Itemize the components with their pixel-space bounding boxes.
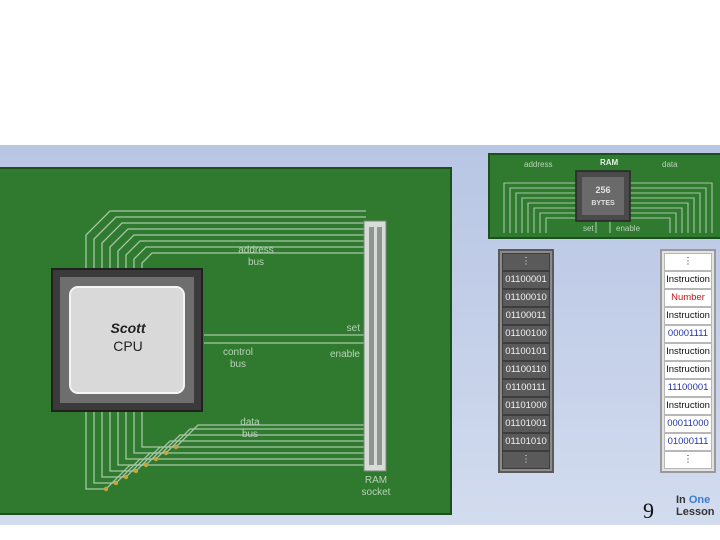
memory-value: Number xyxy=(664,289,712,307)
address-bus-label: bus xyxy=(248,257,264,268)
set-line-label: set xyxy=(347,323,361,334)
ram-socket-label: socket xyxy=(362,487,391,498)
motherboard-diagram: Scott CPU address bus control bus data b… xyxy=(51,210,391,498)
memory-value: 00011000 xyxy=(664,415,712,433)
ram-address-label: address xyxy=(524,160,552,169)
logo-text: Lesson xyxy=(676,506,715,518)
control-bus-label: control xyxy=(223,347,253,358)
motherboard: Scott CPU address bus control bus data b… xyxy=(0,167,452,515)
ram-socket-label: RAM xyxy=(365,475,387,486)
ram-control-traces xyxy=(595,221,611,233)
memory-value: Instruction xyxy=(664,343,712,361)
ram-enable-label: enable xyxy=(616,224,641,233)
data-bus-label: bus xyxy=(242,429,258,440)
value-ellipsis: ⋮ xyxy=(664,451,712,469)
memory-address: 01101001 xyxy=(502,415,550,433)
cpu-label: CPU xyxy=(113,338,143,354)
value-ellipsis: ⋮ xyxy=(664,253,712,271)
memory-address: 01101000 xyxy=(502,397,550,415)
memory-address: 01101010 xyxy=(502,433,550,451)
memory-value: Instruction xyxy=(664,397,712,415)
slide-stage: Scott CPU address bus control bus data b… xyxy=(0,145,720,525)
ram-module: 256 BYTES address RAM data set enable xyxy=(488,153,720,239)
memory-value: Instruction xyxy=(664,307,712,325)
memory-value: 11100001 xyxy=(664,379,712,397)
ram-chip-size: 256 xyxy=(595,185,610,195)
ram-socket-slot xyxy=(369,227,374,465)
control-bus-traces xyxy=(204,334,366,344)
memory-value-column: ⋮ Instruction Number Instruction 0000111… xyxy=(660,249,716,473)
memory-address: 01100101 xyxy=(502,343,550,361)
trace-contacts xyxy=(103,444,179,492)
logo-text: In xyxy=(676,494,689,506)
cpu-chip: Scott CPU xyxy=(51,268,203,412)
control-bus-label: bus xyxy=(230,359,246,370)
memory-address: 01100011 xyxy=(502,307,550,325)
address-bus-label: address xyxy=(238,245,274,256)
ram-socket-slot xyxy=(377,227,382,465)
memory-value: 00001111 xyxy=(664,325,712,343)
memory-address: 01100111 xyxy=(502,379,550,397)
memory-address: 01100100 xyxy=(502,325,550,343)
in-one-lesson-logo: In One Lesson xyxy=(676,494,720,518)
ram-data-traces xyxy=(630,182,713,233)
cpu-brand: Scott xyxy=(111,320,147,336)
memory-value: Instruction xyxy=(664,361,712,379)
ram-set-label: set xyxy=(583,224,594,233)
memory-value: 01000111 xyxy=(664,433,712,451)
ram-module-diagram: 256 BYTES address RAM data set enable xyxy=(503,158,713,233)
address-ellipsis: ⋮ xyxy=(502,253,550,271)
memory-address: 01100001 xyxy=(502,271,550,289)
logo-text: One xyxy=(688,494,711,506)
data-bus-label: data xyxy=(240,417,260,428)
enable-line-label: enable xyxy=(330,349,360,360)
memory-value: Instruction xyxy=(664,271,712,289)
ram-address-traces xyxy=(503,182,576,233)
memory-address: 01100110 xyxy=(502,361,550,379)
ram-socket xyxy=(363,220,387,472)
memory-address-column: ⋮ 01100001 01100010 01100011 01100100 01… xyxy=(498,249,554,473)
ram-data-label: data xyxy=(662,160,678,169)
page-number: 9 xyxy=(643,498,654,523)
ram-chip: 256 BYTES xyxy=(575,170,631,222)
memory-address: 01100010 xyxy=(502,289,550,307)
address-ellipsis: ⋮ xyxy=(502,451,550,469)
ram-chip-unit: BYTES xyxy=(591,200,615,207)
ram-title: RAM xyxy=(600,158,619,167)
